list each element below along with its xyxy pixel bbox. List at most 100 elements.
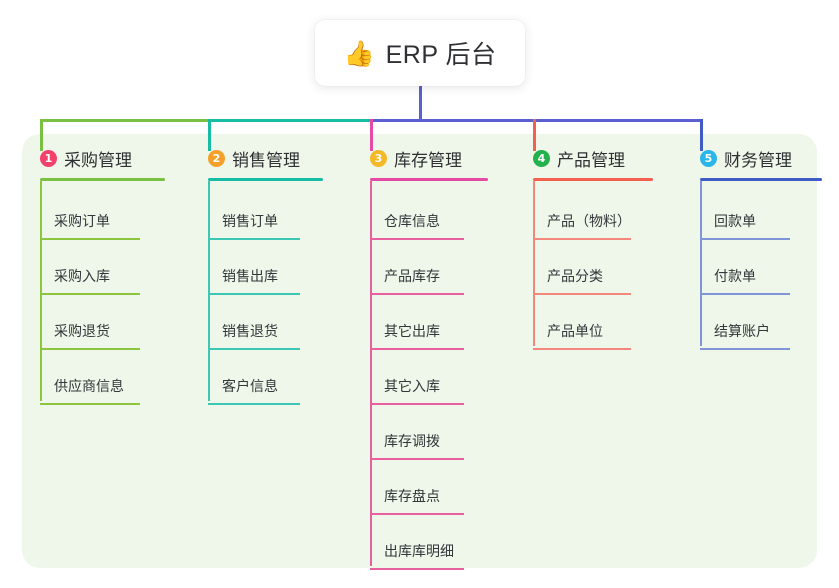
column-underline xyxy=(700,178,822,181)
root-node[interactable]: 👍 ERP 后台 xyxy=(315,20,525,86)
number-badge-icon: 5 xyxy=(700,149,717,167)
bus-segment-green xyxy=(40,119,210,122)
drop-line-4 xyxy=(533,119,536,151)
column-underline xyxy=(40,178,165,181)
column-4: 4 产品管理产品（物料） 产品分类产品单位 xyxy=(515,146,682,350)
leaf-item[interactable]: 采购入库 xyxy=(22,240,190,295)
root-stem xyxy=(419,86,422,122)
leaf-label: 采购订单 xyxy=(54,213,110,229)
leaf-label: 销售出库 xyxy=(222,268,278,284)
leaf-item[interactable]: 销售订单 xyxy=(190,185,352,240)
leaf-underline xyxy=(700,238,790,240)
leaf-spine xyxy=(700,181,702,346)
leaf-label: 采购退货 xyxy=(54,323,110,339)
leaf-label: 仓库信息 xyxy=(384,213,440,229)
leaf-label: 客户信息 xyxy=(222,378,278,394)
leaf-label: 付款单 xyxy=(714,268,756,284)
column-header-4[interactable]: 4 产品管理 xyxy=(515,146,682,170)
leaf-label: 销售订单 xyxy=(222,213,278,229)
bus-segment-teal xyxy=(208,119,372,122)
column-5: 5 财务管理回款单付款单结算账户 xyxy=(682,146,822,350)
leaf-spine xyxy=(40,181,42,401)
leaf-label: 销售退货 xyxy=(222,323,278,339)
leaf-label: 产品库存 xyxy=(384,268,440,284)
column-header-2[interactable]: 2 销售管理 xyxy=(190,146,352,170)
column-title: 销售管理 xyxy=(232,150,300,170)
leaf-underline xyxy=(700,348,790,350)
leaf-item[interactable]: 结算账户 xyxy=(682,295,817,350)
column-underline xyxy=(208,178,323,181)
leaf-label: 库存盘点 xyxy=(384,488,440,504)
leaf-list: 销售订单销售出库销售退货客户信息 xyxy=(190,181,352,405)
leaf-label: 供应商信息 xyxy=(54,378,124,394)
leaf-underline xyxy=(40,238,140,240)
leaf-label: 产品分类 xyxy=(547,268,603,284)
column-header-1[interactable]: 1 采购管理 xyxy=(22,146,190,170)
column-title: 财务管理 xyxy=(724,150,792,170)
leaf-item[interactable]: 出库库明细 xyxy=(352,515,515,570)
leaf-item[interactable]: 产品分类 xyxy=(515,240,682,295)
number-badge-icon: 3 xyxy=(370,149,387,167)
column-title: 采购管理 xyxy=(64,150,132,170)
number-badge-icon: 2 xyxy=(208,149,225,167)
leaf-item[interactable]: 库存盘点 xyxy=(352,460,515,515)
bus-segment-purple xyxy=(370,119,702,122)
leaf-item[interactable]: 库存调拨 xyxy=(352,405,515,460)
leaf-item[interactable]: 产品（物料） xyxy=(515,185,682,240)
leaf-item[interactable]: 付款单 xyxy=(682,240,817,295)
leaf-item[interactable]: 销售出库 xyxy=(190,240,352,295)
leaf-list: 产品（物料） 产品分类产品单位 xyxy=(515,181,682,350)
leaf-label: 结算账户 xyxy=(714,323,770,339)
leaf-spine xyxy=(370,181,372,566)
leaf-label: 产品（物料） xyxy=(547,213,631,229)
column-title: 产品管理 xyxy=(557,150,625,170)
leaf-spine xyxy=(208,181,210,401)
leaf-label: 库存调拨 xyxy=(384,433,440,449)
leaf-underline xyxy=(533,238,631,240)
leaf-label: 出库库明细 xyxy=(384,543,454,559)
leaf-item[interactable]: 其它出库 xyxy=(352,295,515,350)
leaf-underline xyxy=(533,293,631,295)
leaf-label: 其它入库 xyxy=(384,378,440,394)
leaf-item[interactable]: 产品单位 xyxy=(515,295,682,350)
leaf-underline xyxy=(208,238,300,240)
leaf-underline xyxy=(370,403,464,405)
root-title: ERP 后台 xyxy=(385,41,497,69)
leaf-underline xyxy=(208,348,300,350)
drop-line-1 xyxy=(40,119,43,151)
leaf-underline xyxy=(370,238,464,240)
leaf-list: 回款单付款单结算账户 xyxy=(682,181,817,350)
leaf-underline xyxy=(40,348,140,350)
number-badge-icon: 4 xyxy=(533,149,550,167)
column-header-5[interactable]: 5 财务管理 xyxy=(682,146,817,170)
leaf-underline xyxy=(700,293,790,295)
leaf-item[interactable]: 回款单 xyxy=(682,185,817,240)
leaf-spine xyxy=(533,181,535,346)
number-badge-icon: 1 xyxy=(40,149,57,167)
leaf-list: 采购订单采购入库采购退货供应商信息 xyxy=(22,181,190,405)
leaf-underline xyxy=(533,348,631,350)
column-1: 1 采购管理采购订单采购入库采购退货供应商信息 xyxy=(22,146,190,405)
thumbs-up-icon: 👍 xyxy=(343,38,375,68)
leaf-item[interactable]: 采购订单 xyxy=(22,185,190,240)
leaf-item[interactable]: 销售退货 xyxy=(190,295,352,350)
leaf-item[interactable]: 客户信息 xyxy=(190,350,352,405)
leaf-underline xyxy=(370,458,464,460)
column-underline xyxy=(533,178,653,181)
leaf-item[interactable]: 供应商信息 xyxy=(22,350,190,405)
leaf-underline xyxy=(370,513,464,515)
leaf-item[interactable]: 仓库信息 xyxy=(352,185,515,240)
leaf-label: 产品单位 xyxy=(547,323,603,339)
leaf-underline xyxy=(208,403,300,405)
leaf-underline xyxy=(370,293,464,295)
leaf-item[interactable]: 采购退货 xyxy=(22,295,190,350)
leaf-item[interactable]: 产品库存 xyxy=(352,240,515,295)
diagram-panel xyxy=(22,134,817,568)
leaf-item[interactable]: 其它入库 xyxy=(352,350,515,405)
drop-line-5 xyxy=(700,119,703,151)
leaf-underline xyxy=(208,293,300,295)
leaf-underline xyxy=(40,293,140,295)
